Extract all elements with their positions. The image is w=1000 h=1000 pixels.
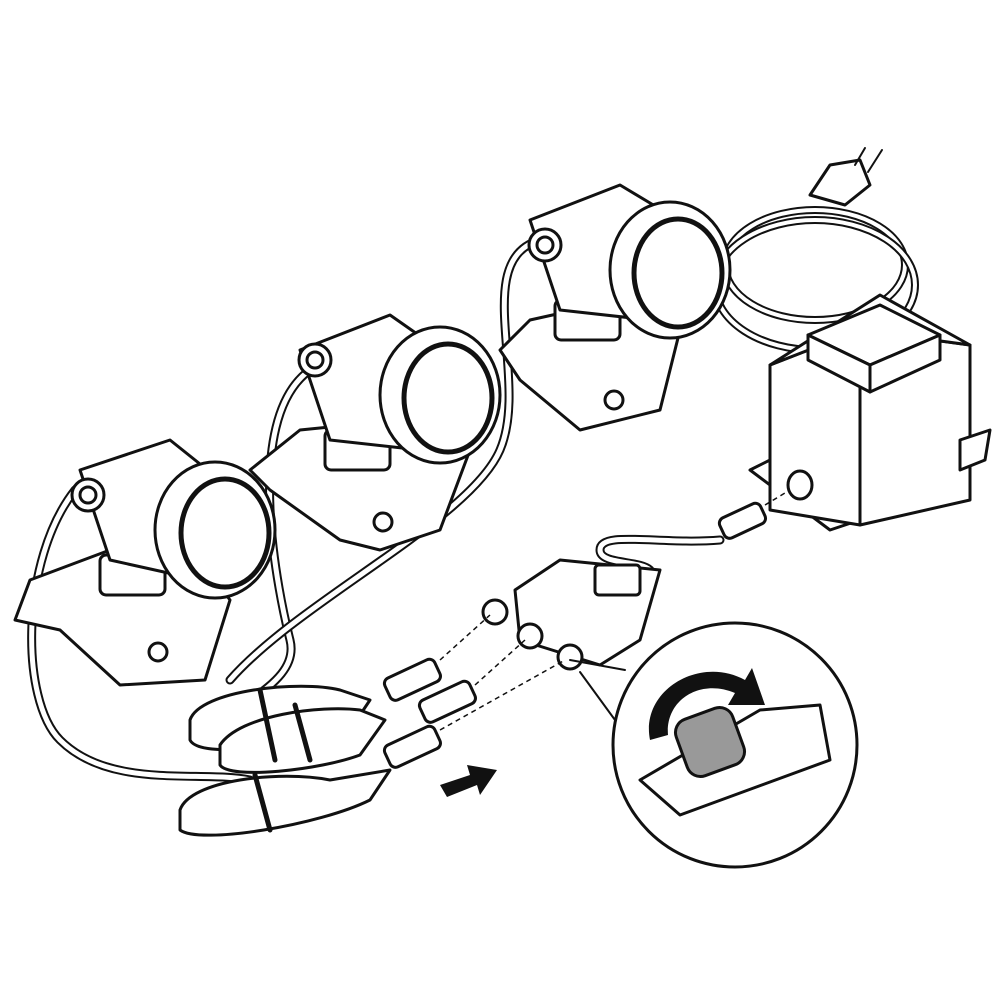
cable-distributor xyxy=(481,558,662,671)
transformer-connector xyxy=(717,469,814,540)
transformer xyxy=(748,293,992,532)
spotlight-right xyxy=(498,183,732,432)
mains-plug-icon xyxy=(808,147,883,207)
spotlight-middle xyxy=(248,313,502,552)
spotlight-left xyxy=(13,438,277,687)
magnified-detail xyxy=(569,621,859,869)
cable-coils xyxy=(178,684,392,837)
insert-direction-arrow-icon xyxy=(440,765,497,797)
rotate-arrow-icon xyxy=(648,668,765,740)
lamp-plug-connectors xyxy=(382,614,566,769)
